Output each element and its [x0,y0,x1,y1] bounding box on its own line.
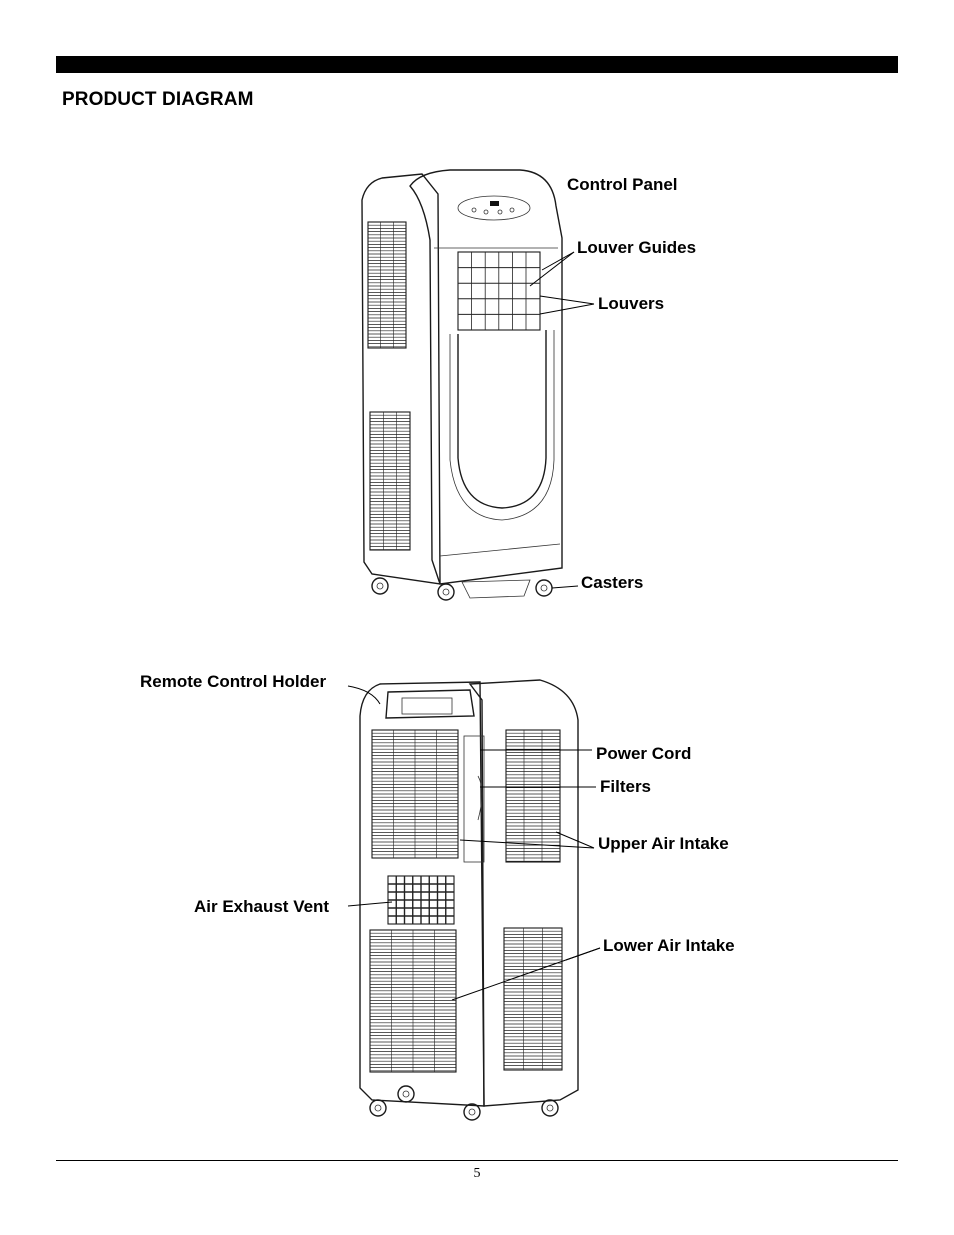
label-control-panel: Control Panel [567,175,678,194]
label-upper-air-intake: Upper Air Intake [598,834,729,853]
side-intake-grilles [503,729,563,1071]
label-power-cord: Power Cord [596,744,692,763]
louver-grille [457,251,541,331]
label-filters: Filters [600,777,652,796]
label-louver-guides: Louver Guides [577,238,697,257]
label-lower-air-intake: Lower Air Intake [603,936,735,955]
footer-rule [56,1160,898,1161]
front-casters [371,577,553,601]
front-leader-lines [529,251,595,589]
back-leader-lines [347,685,601,1001]
front-side-vents [367,221,411,551]
label-casters: Casters [581,573,644,592]
label-louvers: Louvers [598,294,665,313]
air-exhaust-grid [387,875,455,925]
front-view-unit [361,169,563,585]
label-air-exhaust-vent: Air Exhaust Vent [194,897,330,916]
page-number: 5 [473,1166,481,1181]
section-title: PRODUCT DIAGRAM [62,89,254,110]
control-panel-shape [457,195,531,221]
back-casters [369,1099,559,1121]
header-bar [56,56,898,73]
label-remote-control-holder: Remote Control Holder [140,672,327,691]
back-view-unit [359,679,579,1107]
back-grilles [369,729,459,1073]
